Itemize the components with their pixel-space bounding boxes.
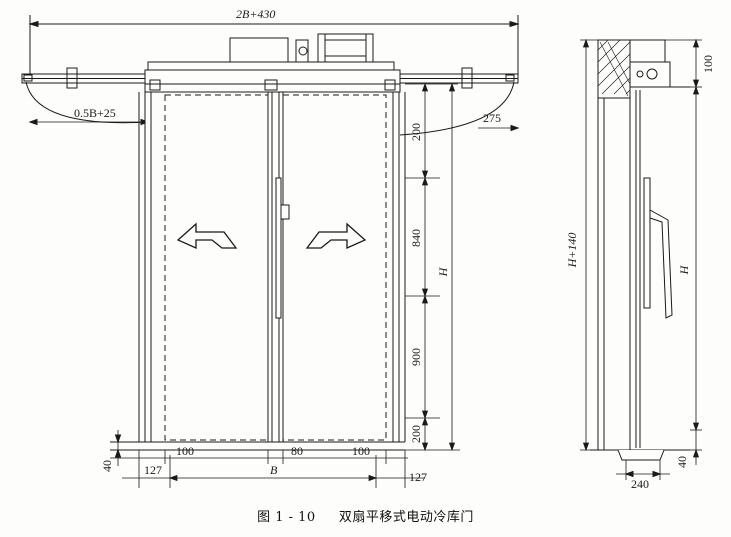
vertical-dimension-chain <box>405 82 460 452</box>
opening-width-label: B <box>270 463 278 477</box>
door-frame <box>138 91 406 443</box>
figure-title: 双扇平移式电动冷库门 <box>338 510 474 525</box>
bottom-gap-dimensions <box>110 450 408 488</box>
left-frame-label: 127 <box>144 463 162 477</box>
right-offset-label: 275 <box>483 111 501 125</box>
right-offset-dimension: 275 <box>478 111 520 132</box>
side-right-dimensions <box>665 38 702 465</box>
arrow-right-icon <box>305 222 367 250</box>
left-cable-arc <box>25 81 149 124</box>
side-wall-panel <box>597 90 641 450</box>
side-carriage <box>629 61 690 88</box>
lower-segment-label: 900 <box>409 348 423 366</box>
figure-number: 图 1 - 10 <box>257 510 316 525</box>
right-frame-label: 127 <box>409 470 427 484</box>
side-door-height-label: H <box>677 264 691 275</box>
side-sill-height-label: 40 <box>675 456 689 468</box>
top-rail <box>21 67 519 93</box>
left-gap-label: 100 <box>176 444 194 458</box>
door-handle <box>275 177 290 319</box>
drive-unit <box>147 33 395 71</box>
centre-gap-label: 80 <box>291 444 303 458</box>
side-depth-label: 240 <box>631 477 649 491</box>
upper-segment-label: 840 <box>409 229 423 247</box>
front-view: 2B+430 <box>21 7 520 488</box>
door-height-label: H <box>436 266 450 277</box>
figure-caption: 图 1 - 10 双扇平移式电动冷库门 <box>0 506 731 525</box>
top-segment-label: 200 <box>409 123 423 141</box>
bottom-segment-label: 200 <box>409 425 423 443</box>
right-gap-label: 100 <box>352 444 370 458</box>
top-clearance-label: 100 <box>701 55 715 73</box>
total-height-dimension <box>580 38 598 452</box>
bottom-width-dimensions <box>122 474 425 482</box>
arrow-left-icon <box>176 222 238 250</box>
wall-section <box>597 39 666 99</box>
overall-width-dimension: 2B+430 <box>28 7 520 78</box>
arm-reach-label: 0.5B+25 <box>74 106 116 120</box>
side-view: 240 H+140 100 H 40 <box>565 38 715 491</box>
overall-width-label: 2B+430 <box>236 7 275 21</box>
side-handle <box>643 177 673 319</box>
total-height-label: H+140 <box>565 233 579 269</box>
floor-sill <box>110 430 405 466</box>
sill-height-label: 40 <box>100 460 114 472</box>
right-cable-arc <box>399 81 515 136</box>
side-sill <box>590 449 690 480</box>
